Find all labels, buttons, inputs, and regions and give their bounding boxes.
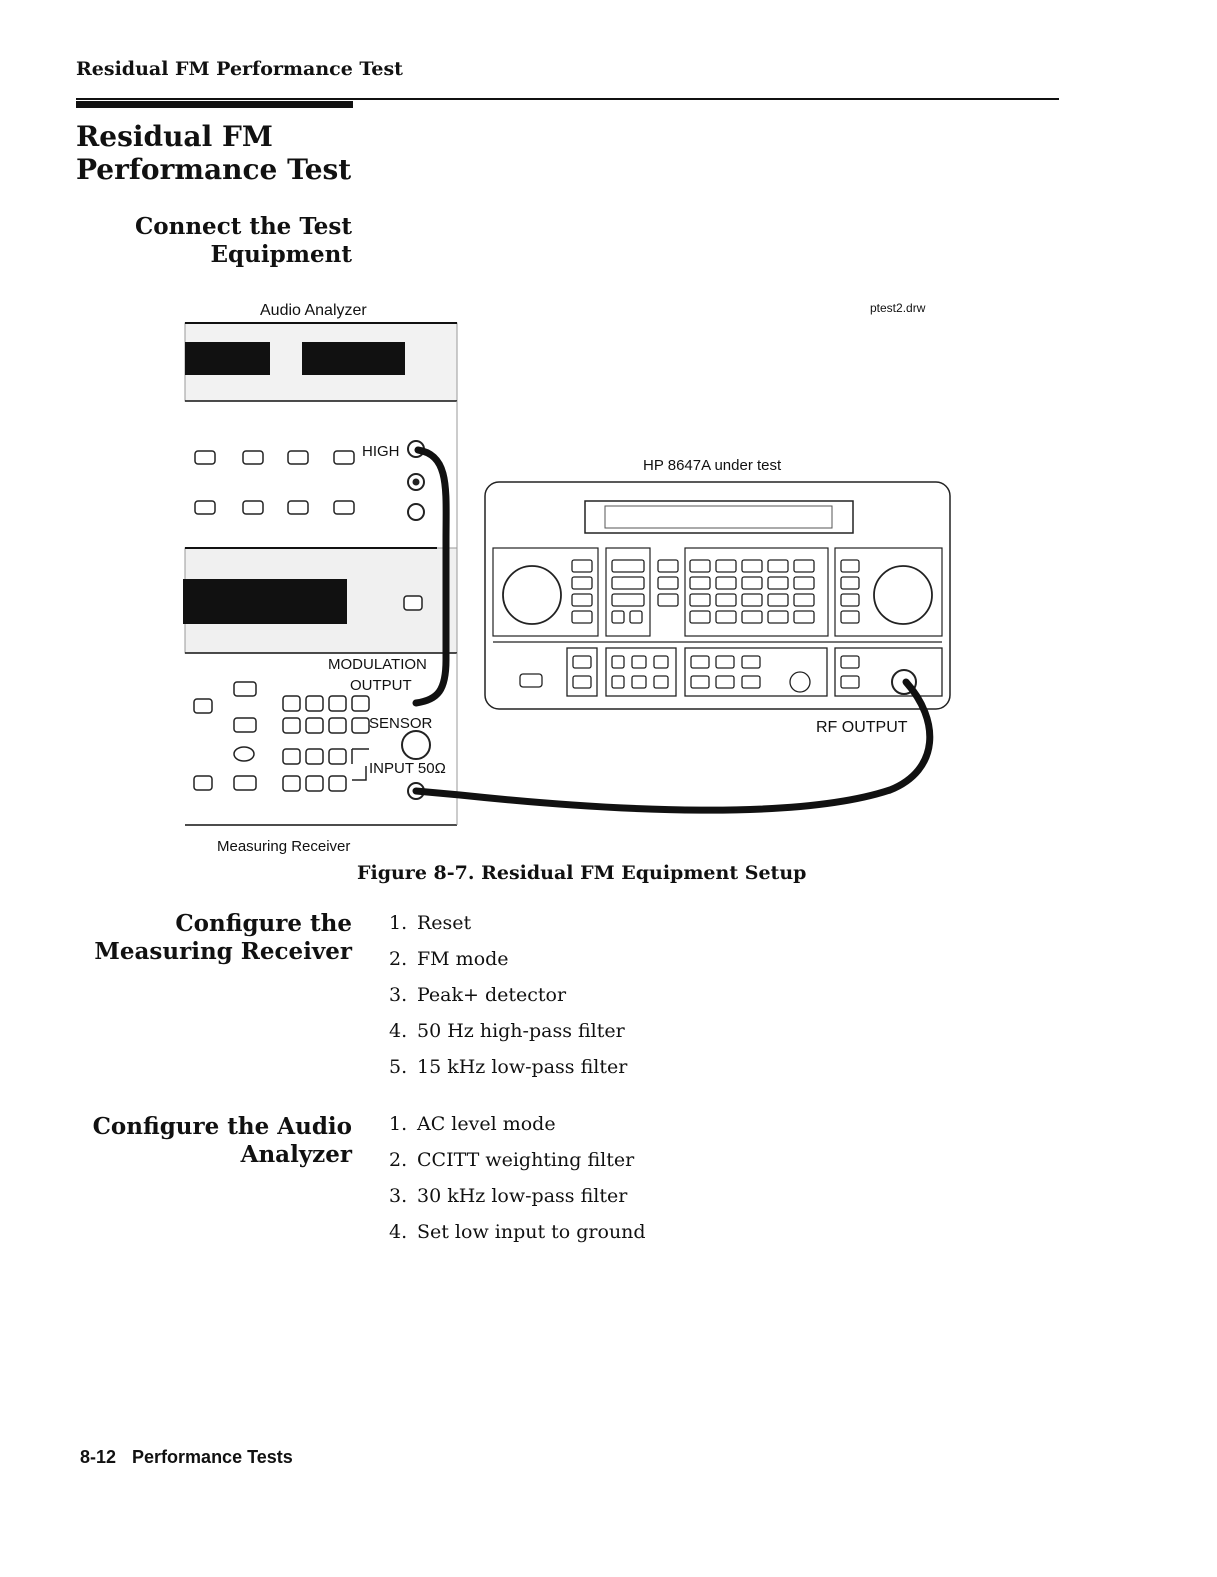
connect-heading-line2: Equipment [210, 241, 352, 268]
page-footer: 8-12 Performance Tests [80, 1447, 293, 1468]
list-item: 5.15 kHz low-pass filter [389, 1056, 628, 1078]
running-header: Residual FM Performance Test [76, 58, 403, 80]
input-label: INPUT 50Ω [369, 760, 446, 777]
signal-generator: HP 8647A under test [484, 457, 951, 736]
measuring-receiver-steps: 1.Reset 2.FM mode 3.Peak+ detector 4.50 … [389, 911, 627, 1091]
measuring-receiver-heading-line2: Measuring Receiver [94, 938, 352, 965]
audio-display-right [302, 342, 405, 375]
output-label: OUTPUT [350, 677, 412, 694]
list-item: 1.Reset [389, 912, 472, 934]
rf-output-label: RF OUTPUT [816, 719, 908, 736]
right-knob [873, 565, 933, 625]
section-title-line2: Performance Test [76, 153, 352, 186]
connect-heading-line1: Connect the Test [134, 213, 352, 240]
receiver-display [183, 579, 347, 624]
rf-cable [412, 678, 934, 814]
list-item: 3.Peak+ detector [389, 984, 567, 1006]
page-number: 8-12 [80, 1447, 117, 1467]
audio-analyzer-label: Audio Analyzer [260, 302, 367, 319]
list-item: 4.Set low input to ground [389, 1221, 646, 1243]
list-item: 4.50 Hz high-pass filter [389, 1020, 625, 1042]
list-item: 1.AC level mode [389, 1113, 556, 1135]
audio-display-left [185, 342, 270, 375]
list-item: 2.CCITT weighting filter [389, 1149, 635, 1171]
drawing-file-label: ptest2.drw [870, 301, 926, 315]
modulation-label: MODULATION [328, 656, 427, 673]
high-label: HIGH [362, 443, 400, 460]
measuring-receiver-label: Measuring Receiver [217, 838, 350, 855]
sensor-label: SENSOR [369, 715, 433, 732]
connect-heading: Connect the Test Equipment [52, 213, 352, 269]
measuring-receiver-heading: Configure the Measuring Receiver [52, 910, 352, 966]
list-item: 2.FM mode [389, 948, 509, 970]
list-item: 3.30 kHz low-pass filter [389, 1185, 628, 1207]
audio-analyzer-heading-line2: Analyzer [240, 1141, 352, 1168]
left-knob [502, 565, 562, 625]
dut-label: HP 8647A under test [643, 457, 782, 474]
section-title: Residual FM Performance Test [76, 120, 436, 186]
equipment-setup-diagram: Audio Analyzer ptest2.drw HIGH M [183, 301, 951, 855]
measuring-receiver: MODULATION OUTPUT SENSOR INP [183, 547, 458, 855]
footer-section: Performance Tests [132, 1447, 293, 1467]
measuring-receiver-heading-line1: Configure the [175, 910, 352, 937]
figure-caption: Figure 8-7. Residual FM Equipment Setup [357, 862, 807, 884]
audio-cable [412, 446, 450, 707]
audio-analyzer-heading: Configure the Audio Analyzer [52, 1113, 352, 1169]
header-rule [76, 98, 1059, 100]
section-title-line1: Residual FM [76, 120, 273, 153]
header-rule-accent [76, 101, 353, 108]
audio-analyzer-steps: 1.AC level mode 2.CCITT weighting filter… [389, 1112, 646, 1256]
audio-analyzer-heading-line1: Configure the Audio [92, 1113, 352, 1140]
sensor-connector [401, 730, 431, 760]
audio-analyzer: HIGH [184, 322, 458, 550]
